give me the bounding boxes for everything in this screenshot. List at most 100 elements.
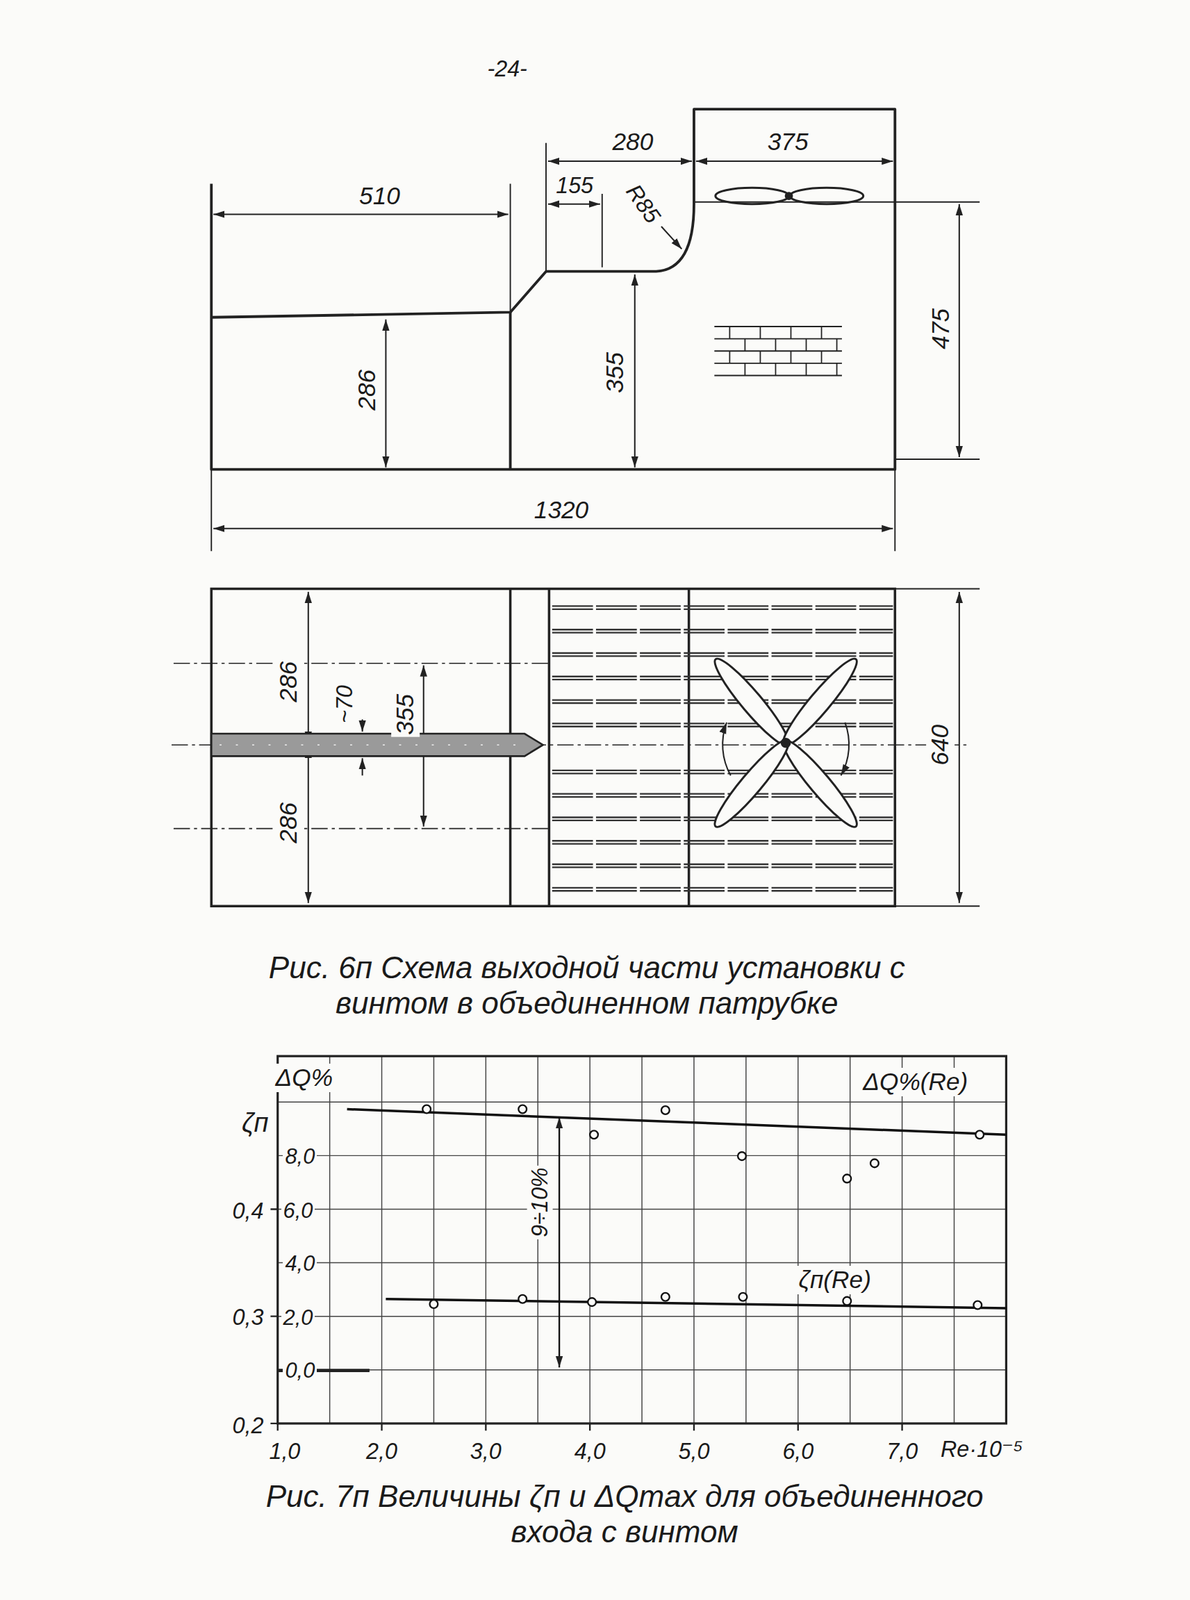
tick-label: 6,0: [780, 1438, 816, 1465]
propeller-plan: [707, 652, 796, 752]
dimension: 355: [391, 691, 420, 738]
side-view-outline: [211, 109, 895, 469]
axis-title: ζп: [239, 1107, 271, 1138]
extension-line: [894, 588, 980, 906]
delta-q-point: [589, 1130, 599, 1139]
chart-grid: [277, 1055, 1007, 1424]
delta-q-point: [422, 1105, 984, 1184]
delta-q-point: [842, 1174, 851, 1184]
dimension-line: [696, 160, 893, 162]
dimension: 1320: [532, 496, 591, 525]
figure-caption: Рис. 6п Схема выходной части установки с…: [227, 950, 947, 1021]
brick-pattern: [729, 326, 837, 376]
hatching: [552, 605, 894, 891]
hatching: [552, 605, 894, 891]
dimension: 640: [926, 722, 955, 768]
delta-q-point: [870, 1159, 879, 1168]
zeta-point: [842, 1296, 851, 1306]
plan-view-outline: [211, 588, 895, 906]
zeta-point: [661, 1292, 670, 1302]
propeller-plan: [722, 722, 731, 776]
tick-label: 0,4: [230, 1198, 267, 1225]
propeller-side: [715, 187, 864, 205]
tick-label: 8,0: [282, 1144, 317, 1169]
extension-line: [211, 143, 980, 552]
delta-q-point: [661, 1105, 670, 1115]
side-view-outline: [211, 109, 895, 469]
knife-plate: [219, 744, 516, 745]
dimension: 355: [601, 350, 631, 396]
chart-frame: [270, 1208, 902, 1431]
curve-label: ΔQ%(Re): [860, 1067, 970, 1097]
dimension-line: [661, 226, 682, 249]
dimension: 475: [926, 306, 956, 352]
propeller-side: [715, 187, 790, 205]
knife-plate: [211, 733, 543, 756]
dimension: 510: [357, 182, 403, 211]
zeta-point: [739, 1292, 748, 1302]
tick-label: 3,0: [468, 1438, 504, 1465]
dimension-line: [634, 274, 636, 468]
delta-q-curve: [347, 1109, 1007, 1136]
dimension-line: [213, 213, 508, 215]
plan-view-outline: [211, 588, 895, 906]
delta-q-point: [737, 1151, 747, 1161]
tick-label: 1,0: [266, 1438, 303, 1465]
dimension-line: [361, 757, 364, 776]
zeta-point: [430, 1299, 439, 1309]
zeta-point: [587, 1297, 597, 1307]
tick-label: 2,0: [281, 1305, 316, 1330]
propeller-plan: [781, 738, 790, 747]
figure-caption: Рис. 7п Величины ζп и ΔQmax для объедине…: [224, 1478, 1025, 1550]
delta-q-point: [975, 1130, 984, 1139]
radius-dimension: R85: [619, 177, 667, 230]
knife-plate: [211, 733, 543, 756]
dimension-line: [958, 204, 961, 458]
brick-pattern: [714, 326, 842, 376]
dimension-line: [307, 746, 310, 904]
propeller-side: [789, 187, 864, 205]
extension-line: [894, 588, 980, 906]
propeller-plan: [775, 733, 864, 833]
zeta-curve: [385, 1299, 1006, 1309]
page-number: -24-: [484, 56, 529, 82]
chart-frame: [270, 1055, 1006, 1431]
range-arrow: [558, 1117, 560, 1368]
dimension: 375: [765, 127, 811, 157]
dimension: 155: [553, 172, 596, 199]
dimension-line: [361, 719, 364, 732]
dimension: 286: [353, 367, 383, 413]
center-line: [173, 663, 551, 829]
chart-grid: [329, 1055, 955, 1424]
axis-title: Re·10⁻⁵: [938, 1436, 1026, 1463]
tick-label: 4,0: [572, 1438, 608, 1465]
axis-title: ΔQ%: [273, 1063, 335, 1093]
tick-label: 7,0: [884, 1438, 920, 1465]
propeller-plan: [775, 652, 864, 752]
propeller-plan: [707, 652, 865, 833]
range-label: 9÷10%: [527, 1164, 553, 1239]
curve-label: ζп(Re): [796, 1265, 874, 1295]
tick-label: 0,0: [282, 1358, 317, 1383]
delta-q-point: [422, 1105, 431, 1114]
dimension: 280: [609, 127, 656, 157]
zeta-curve: [385, 1299, 1006, 1309]
dimension-line: [213, 161, 960, 529]
zeta-point: [430, 1292, 983, 1310]
dimension: 286: [274, 659, 303, 705]
dimension-line: [307, 591, 310, 743]
dimension-line: [213, 527, 893, 530]
side-view-outline: [509, 311, 512, 469]
range-arrow: [558, 1117, 560, 1368]
zeta-point: [973, 1301, 982, 1310]
tick-label: 0,3: [230, 1304, 267, 1331]
dimension-line: [384, 319, 387, 468]
propeller-side: [785, 193, 792, 200]
tick-label: 5,0: [676, 1438, 713, 1465]
propeller-plan: [707, 733, 796, 833]
delta-q-curve: [347, 1109, 1007, 1136]
tick-label: 0,2: [230, 1412, 267, 1439]
dimension: 286: [274, 800, 303, 846]
